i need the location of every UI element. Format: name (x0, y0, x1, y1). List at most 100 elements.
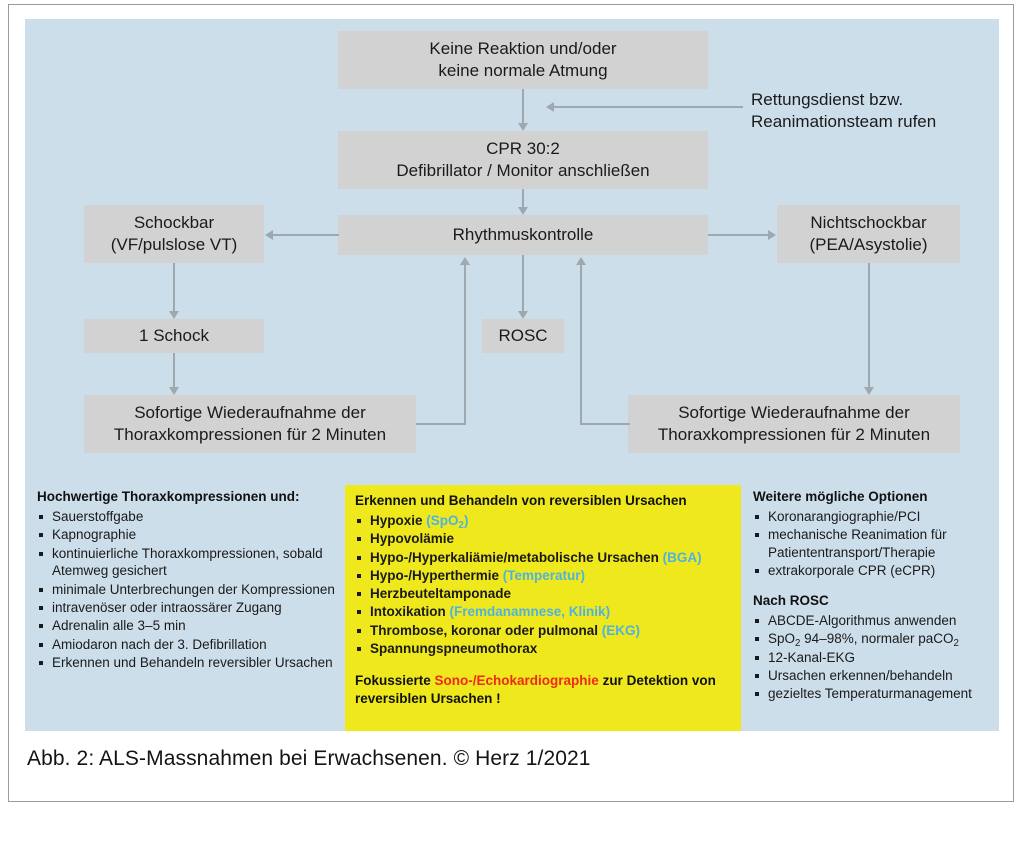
cause-text: Spannungspneumothorax (370, 641, 538, 657)
node-cpr-line1: CPR 30:2 (486, 139, 560, 159)
cause-text: Hypovolämie (370, 531, 455, 547)
arrowhead-sidenote-to-cpr (546, 102, 554, 112)
flowchart-canvas: Keine Reaktion und/oder keine normale At… (25, 19, 999, 731)
list-item: Erkennen und Behandeln reversibler Ursac… (37, 654, 337, 672)
connector-shock-to-resume-left (173, 353, 175, 387)
list-item: Kapnographie (37, 526, 337, 544)
connector-resumeleft-feedback-vertical (464, 265, 466, 425)
list-item: Hypovolämie (355, 530, 731, 548)
cause-text: Hypoxie (370, 512, 427, 528)
cause-note: (SpO2) (426, 512, 469, 531)
list-item: Amiodaron nach der 3. Defibrillation (37, 636, 337, 654)
node-resume-left-line2: Thoraxkompressionen für 2 Minuten (113, 425, 387, 444)
node-resume-left-line1: Sofortige Wiederaufnahme der (134, 403, 366, 423)
node-rosc-label: ROSC (498, 326, 548, 346)
footer-part2: Sono-/Echokardiographie (434, 672, 599, 688)
connector-resumeleft-feedback-horizontal (416, 423, 466, 425)
list-item: Hypo-/Hyperthermie (Temperatur) (355, 567, 731, 585)
side-note-line1: Rettungsdienst bzw. (751, 90, 904, 109)
panel-left-heading: Hochwertige Thoraxkompressionen und: (37, 489, 300, 504)
list-item: gezieltes Temperaturmanagement (753, 685, 1005, 703)
cause-text: Herzbeuteltamponade (370, 586, 512, 602)
panel-center-footer: Fokussierte Sono-/Echokardiographie zur … (355, 672, 731, 708)
list-item: 12-Kanal-EKG (753, 649, 1005, 667)
panel-reversible-causes: Erkennen und Behandeln von reversiblen U… (345, 485, 741, 731)
node-resume-right: Sofortige Wiederaufnahme der Thoraxkompr… (628, 395, 960, 453)
arrowhead-nonshockable-to-resume-right (864, 387, 874, 395)
connector-rhythm-to-nonshockable (708, 234, 770, 236)
list-item: SpO2 94–98%, normaler paCO2 (753, 630, 1005, 649)
node-rhythm-check: Rhythmuskontrolle (338, 215, 708, 255)
connector-resumeright-feedback-vertical (580, 265, 582, 425)
connector-nonshockable-to-resume-right (868, 263, 870, 387)
connector-noresponse-to-cpr (522, 89, 524, 123)
node-non-shockable: Nichtschockbar (PEA/Asystolie) (777, 205, 960, 263)
panel-center-list: Hypoxie (SpO2) Hypovolämie Hypo-/Hyperka… (355, 512, 731, 658)
panel-right-list-after-rosc: ABCDE-Algorithmus anwenden SpO2 94–98%, … (753, 612, 1005, 703)
node-rosc: ROSC (482, 319, 564, 353)
node-no-response: Keine Reaktion und/oder keine normale At… (338, 31, 708, 89)
list-item: mechanische Reanimation für Patiententra… (753, 526, 1005, 562)
list-item: Hypo-/Hyperkaliämie/metabolische Ursache… (355, 549, 731, 567)
cause-text: Hypo-/Hyperthermie (370, 567, 503, 583)
connector-rhythm-to-rosc (522, 255, 524, 311)
side-note-call-team: Rettungsdienst bzw. Reanimationsteam ruf… (751, 89, 991, 133)
node-no-response-line1: Keine Reaktion und/oder (429, 39, 617, 59)
cause-note: (BGA) (662, 549, 702, 565)
side-note-line2: Reanimationsteam rufen (751, 112, 937, 132)
arrowhead-resumeright-feedback (576, 257, 586, 265)
arrowhead-cpr-to-rhythm (518, 207, 528, 215)
list-item: kontinuierliche Thoraxkompressionen, sob… (37, 545, 337, 581)
list-item: ABCDE-Algorithmus anwenden (753, 612, 1005, 630)
cause-note: (Temperatur) (502, 567, 586, 583)
cause-note: (EKG) (601, 622, 641, 638)
footer-part1: Fokussierte (355, 672, 435, 688)
node-cpr-line2: Defibrillator / Monitor anschließen (396, 161, 650, 180)
connector-cpr-to-rhythm (522, 189, 524, 207)
panel-further-options: Weitere mögliche Optionen Koronarangiogr… (753, 489, 1005, 704)
cause-text: Hypo-/Hyperkaliämie/metabolische Ursache… (370, 549, 663, 565)
list-item: Sauerstoffgabe (37, 508, 337, 526)
figure-frame: Keine Reaktion und/oder keine normale At… (8, 4, 1014, 802)
list-item: Hypoxie (SpO2) (355, 512, 731, 531)
connector-sidenote-to-cpr (553, 106, 743, 108)
list-item: Thrombose, koronar oder pulmonal (EKG) (355, 622, 731, 640)
cause-text: Intoxikation (370, 604, 450, 620)
panel-right-heading-options: Weitere mögliche Optionen (753, 489, 928, 504)
list-item: intravenöser oder intraossärer Zugang (37, 599, 337, 617)
list-item: Intoxikation (Fremdanamnese, Klinik) (355, 603, 731, 621)
node-shockable-line1: Schockbar (133, 213, 215, 233)
node-cpr: CPR 30:2 Defibrillator / Monitor anschli… (338, 131, 708, 189)
list-item: Herzbeuteltamponade (355, 585, 731, 603)
cause-note: (Fremdanamnese, Klinik) (449, 604, 611, 620)
node-one-shock-label: 1 Schock (139, 326, 209, 346)
panel-right-list-options: Koronarangiographie/PCI mechanische Rean… (753, 508, 1005, 580)
node-resume-right-line1: Sofortige Wiederaufnahme der (678, 403, 910, 423)
node-resume-left: Sofortige Wiederaufnahme der Thoraxkompr… (84, 395, 416, 453)
panel-right-heading-after-rosc: Nach ROSC (753, 593, 829, 609)
arrowhead-shock-to-resume-left (169, 387, 179, 395)
connector-shockable-to-shock (173, 263, 175, 311)
panel-high-quality-compressions: Hochwertige Thoraxkompressionen und: Sau… (37, 489, 337, 672)
arrowhead-resumeleft-feedback (460, 257, 470, 265)
list-item: extrakorporale CPR (eCPR) (753, 562, 1005, 580)
list-item: Spannungspneumothorax (355, 640, 731, 658)
figure-caption: Abb. 2: ALS-Massnahmen bei Erwachsenen. … (27, 747, 591, 770)
arrowhead-shockable-to-shock (169, 311, 179, 319)
node-no-response-line2: keine normale Atmung (438, 61, 608, 80)
node-shockable-line2: (VF/pulslose VT) (110, 235, 238, 254)
footer-part3: zur Detektion von reversiblen Ursachen ! (355, 672, 716, 706)
arrowhead-rhythm-to-nonshockable (768, 230, 776, 240)
node-rhythm-check-label: Rhythmuskontrolle (452, 225, 594, 245)
arrowhead-rhythm-to-rosc (518, 311, 528, 319)
panel-left-list: Sauerstoffgabe Kapnographie kontinuierli… (37, 508, 337, 672)
connector-rhythm-to-shockable (273, 234, 339, 236)
list-item: Koronarangiographie/PCI (753, 508, 1005, 526)
node-resume-right-line2: Thoraxkompressionen für 2 Minuten (657, 425, 931, 444)
panel-center-heading: Erkennen und Behandeln von reversiblen U… (355, 493, 687, 508)
arrowhead-rhythm-to-shockable (265, 230, 273, 240)
node-shockable: Schockbar (VF/pulslose VT) (84, 205, 264, 263)
arrowhead-noresponse-to-cpr (518, 123, 528, 131)
list-item: Ursachen erkennen/behandeln (753, 667, 1005, 685)
list-item: minimale Unterbrechungen der Kompression… (37, 581, 337, 599)
